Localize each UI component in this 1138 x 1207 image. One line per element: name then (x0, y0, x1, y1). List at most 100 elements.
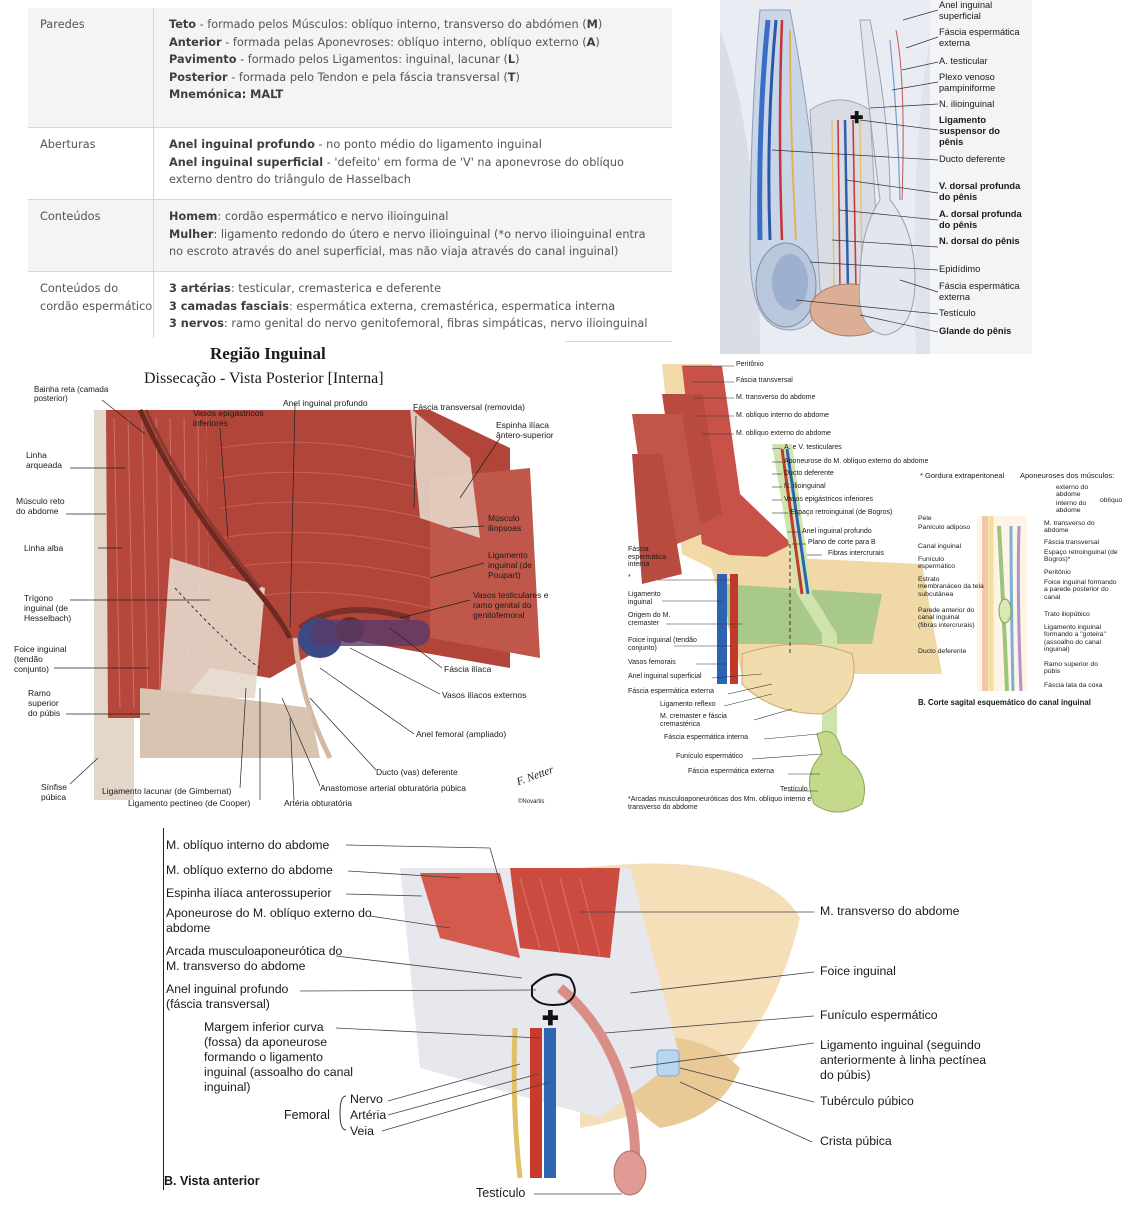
fig3-side-label-13: Testículo (780, 786, 808, 793)
bold-term: 3 nervos (169, 317, 224, 331)
table-row-content: Anel inguinal profundo - no ponto médio … (154, 128, 672, 199)
table-row-content: Teto - formado pelos Músculos: oblíquo i… (154, 8, 672, 127)
bold-term: L (507, 53, 516, 67)
fig3-label-12: Plano de corte para B (808, 539, 876, 546)
fig1-label-5: Ligamento suspensor do pênis (939, 115, 1000, 148)
figure-3b-header-right: Aponeuroses dos músculos: (1020, 471, 1115, 480)
table-row-line: Anel inguinal profundo - no ponto médio … (169, 136, 668, 154)
table-row-content: Homem: cordão espermático e nervo ilioin… (154, 200, 672, 271)
fig3-side-label-4: Foice inguinal (tendão conjunto) (628, 637, 697, 652)
label-sinfise: Sínfise púbica (41, 782, 67, 802)
table-row-line: 3 artérias: testicular, cremasterica e d… (169, 280, 668, 298)
bold-term: M (586, 18, 598, 31)
fig4-left-label-1: M. oblíquo externo do abdome (166, 863, 333, 877)
fig1-label-3: Plexo venoso pampiniforme (939, 72, 996, 94)
fig3-label-9: Vasos epigástricos inferiores (784, 496, 873, 503)
svg-text:✚: ✚ (850, 110, 863, 127)
fig1-label-0: Anel inguinal superficial (939, 0, 993, 22)
label-fascia-iliaca: Fáscia ilíaca (444, 664, 492, 674)
fig4-right-label-1: Foice inguinal (820, 964, 896, 978)
fig3-label-3: M. oblíquo interno do abdome (736, 412, 830, 419)
text-run: : ligamento redondo do útero e nervo ili… (213, 227, 646, 241)
text-run: ) (597, 18, 603, 31)
fig3-side-label-7: Fáscia espermática externa (628, 688, 714, 695)
fig3b-right-label-1: interno do abdome (1056, 500, 1087, 515)
table-row-line: no escroto através do anel superficial, … (169, 243, 668, 261)
figure-regiao-inguinal: Região Inguinal Dissecação - Vista Poste… (10, 338, 565, 816)
fig3-label-10: Espaço retroinguinal (de Bogros) (790, 509, 893, 516)
bold-term: Anel inguinal profundo (169, 138, 315, 151)
table-row-line: Teto - formado pelos Músculos: oblíquo i… (169, 16, 668, 34)
label-trigono: Trígono inguinal (de Hesselbach) (24, 593, 72, 623)
bold-term: Posterior (169, 70, 228, 84)
label-ligamento-inguinal: Ligamento inguinal (de Poupart) (488, 550, 532, 580)
text-run: : ramo genital do nervo genitofemoral, f… (223, 317, 648, 331)
figure-2-title: Região Inguinal (210, 344, 326, 363)
label-vasos-testiculares: Vasos testiculares e ramo genital do gen… (473, 590, 549, 620)
label-linha-arqueada: Linha arqueada (26, 450, 62, 470)
table-row-line: Posterior - formada pelo Tendon e pela f… (169, 69, 668, 87)
bold-term: 3 camadas fasciais (169, 299, 289, 313)
fig3-side-label-2: Ligamento inguinal (628, 591, 661, 606)
fig1-label-2: A. testicular (939, 56, 988, 66)
fig3-label-5: A. e V. testiculares (784, 444, 842, 451)
bold-term: Teto (169, 18, 197, 31)
label-ramo-superior: Ramo superior do púbis (28, 688, 61, 718)
bold-term: A (586, 35, 596, 49)
fig4-left-label-3: Aponeurose do M. oblíquo externo do abdo… (166, 906, 372, 935)
table-row: Aberturas Anel inguinal profundo - no pon… (28, 128, 672, 200)
label-anel-inguinal-profundo: Anel inguinal profundo (283, 398, 368, 408)
fig3-side-label-3: Origem do M. cremaster (628, 612, 671, 627)
fig3-label-13: Fibras intercrurais (828, 550, 885, 557)
label-musculo-reto: Músculo reto do abdome (16, 496, 65, 516)
fig1-label-1: Fáscia espermática externa (939, 27, 1020, 49)
label-espinha-iliaca: Espinha ilíaca ântero-superior (496, 420, 554, 440)
figure-3b-header-left: * Gordura extraperitoneal (920, 471, 1005, 480)
text-run: ) (595, 35, 600, 49)
label-foice-inguinal: Foice inguinal (tendão conjunto) (14, 644, 67, 674)
fig3b-right-label-2: oblíquo (1100, 497, 1123, 504)
table-row-label: Conteúdos (28, 200, 154, 271)
figure-4-illustration: ✚ (299, 844, 815, 1196)
table-row-line: 3 camadas fasciais: espermática externa,… (169, 298, 668, 316)
figure-3-illustration (632, 364, 1027, 813)
figure-3-footnote: *Arcadas musculoaponeuróticas dos Mm. ob… (628, 796, 812, 811)
fig4-left-label-5: Anel inguinal profundo (fáscia transvers… (166, 982, 289, 1011)
svg-text:✚: ✚ (542, 1008, 559, 1030)
fig1-label-4: N. ilioinguinal (939, 99, 995, 109)
table-row-line: Anel inguinal superficial - 'defeito' em… (169, 154, 668, 172)
fig3b-left-label-2: Canal inguinal (918, 543, 962, 550)
fig3b-left-label-5: Parede anterior do canal inguinal (fibra… (918, 607, 975, 629)
fig3-label-1: Fáscia transversal (736, 377, 793, 384)
text-run: : cordão espermático e nervo ilioinguina… (217, 210, 449, 223)
fig1-label-10: Epidídimo (939, 264, 981, 274)
fig1-label-6: Ducto deferente (939, 154, 1006, 164)
fig3-label-4: M. oblíquo externo do abdome (736, 430, 831, 437)
text-run: - formado pelos Ligamentos: inguinal, la… (236, 53, 508, 67)
fig4-right-label-3: Ligamento inguinal (seguindo anteriormen… (820, 1038, 987, 1082)
fig3b-right-label-7: Foice inguinal formando a parede posteri… (1044, 579, 1117, 601)
fig3-label-7: Ducto deferente (784, 470, 834, 477)
fig1-label-11: Fáscia espermática externa (939, 281, 1020, 303)
figure-2-illustration (54, 399, 540, 801)
bold-term: Homem (169, 210, 218, 223)
fig3b-right-label-6: Peritônio (1044, 569, 1071, 576)
table-row-label: Aberturas (28, 128, 154, 199)
bold-term: Anterior (169, 35, 222, 49)
fig3-side-label-9: M. cremaster e fáscia cremastérica (660, 713, 727, 728)
figure-2-subtitle: Dissecação - Vista Posterior [Interna] (144, 370, 384, 387)
fig4-left-label-2: Espinha ilíaca anterossuperior (166, 886, 332, 900)
fig3b-right-label-11: Fáscia lata da coxa (1044, 682, 1103, 689)
label-vasos-epigastricos: Vasos epigástricos inferiores (193, 408, 264, 428)
text-run: - formada pelo Tendon e pela fáscia tran… (227, 70, 508, 84)
femoral-item-1: Artéria (350, 1108, 387, 1122)
table-row-line: externo dentro do triângulo de Hasselbac… (169, 171, 668, 189)
figure-1-illustration: ✚ (720, 0, 1032, 354)
text-run: ) (515, 53, 520, 67)
fig4-right-label-4: Tubérculo púbico (820, 1094, 914, 1108)
fig3-side-label-1: * (628, 574, 631, 581)
fig1-label-8: A. dorsal profunda do pênis (939, 209, 1022, 231)
